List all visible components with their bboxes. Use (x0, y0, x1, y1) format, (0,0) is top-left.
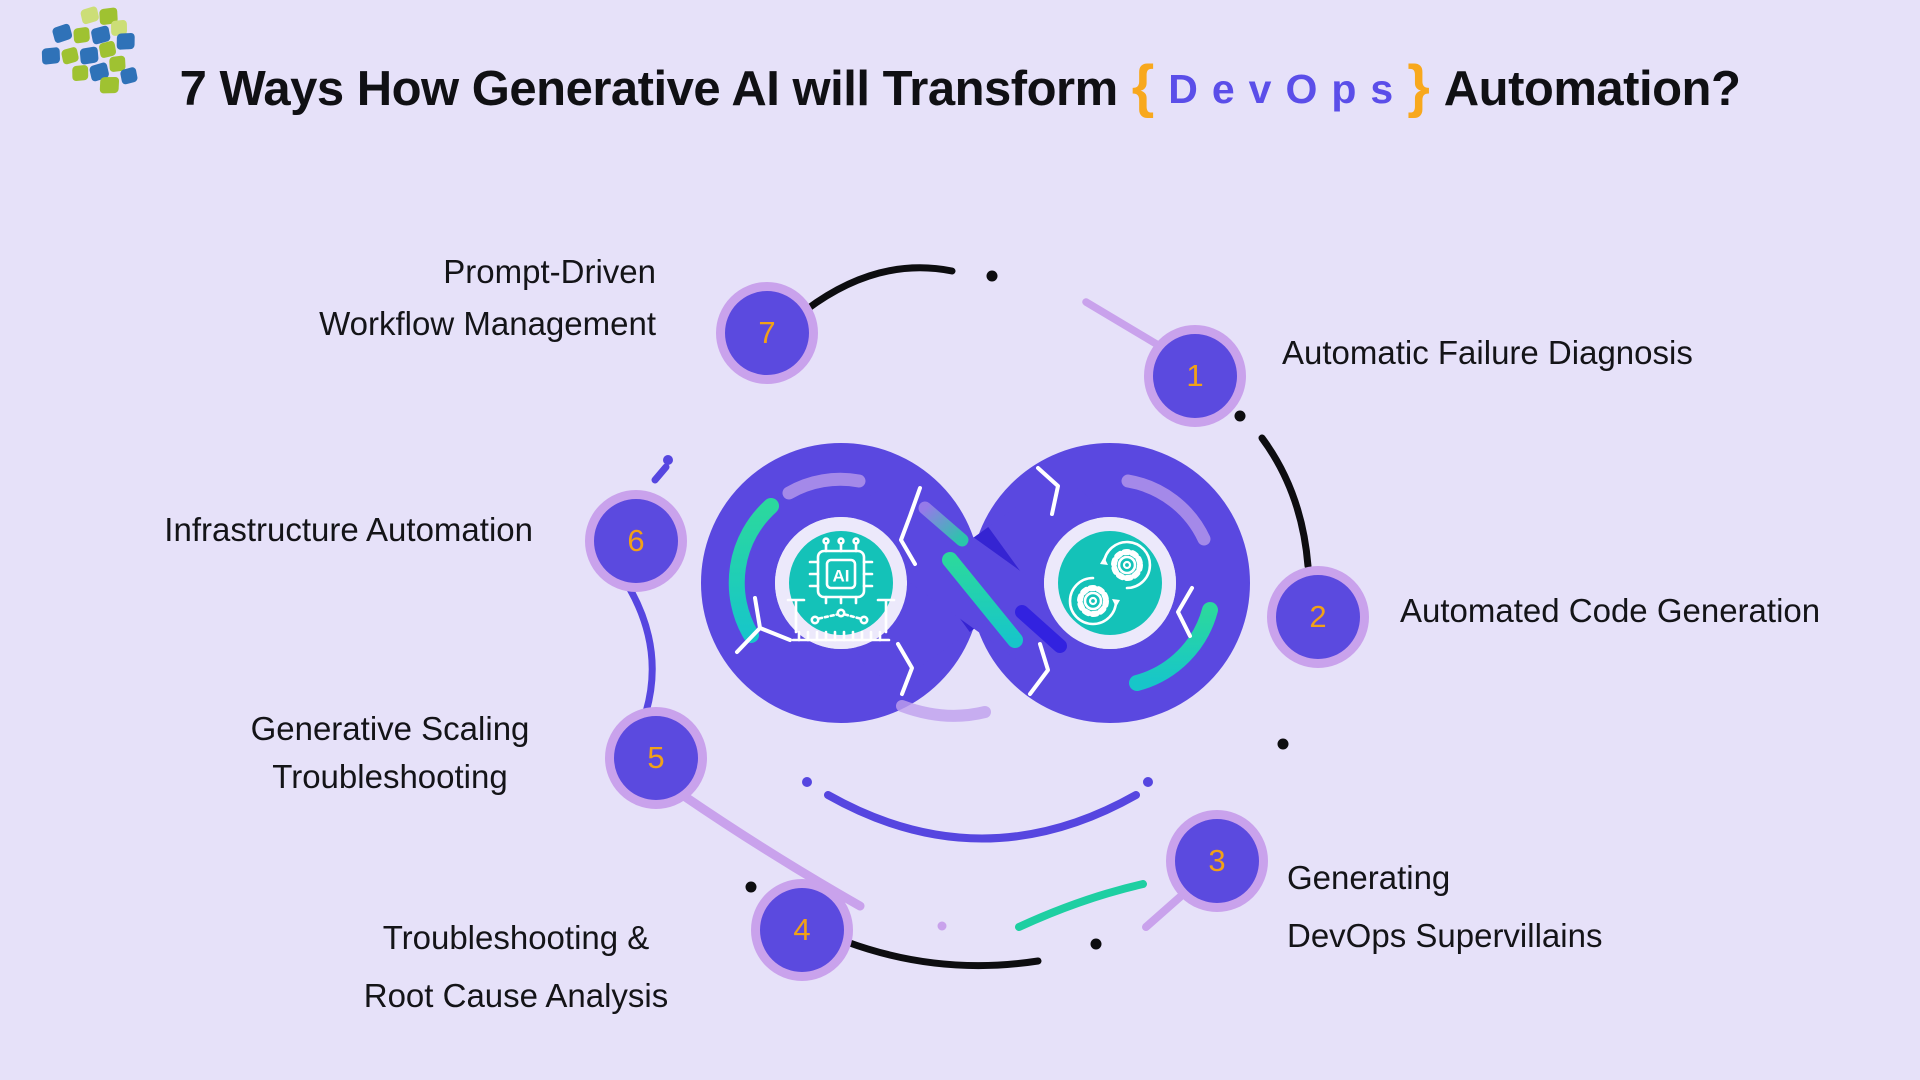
brace-open: { (1131, 54, 1155, 119)
step-number: 4 (793, 912, 811, 947)
ai-chip-icon: AI (786, 537, 896, 642)
step-node-7: 7 (716, 282, 818, 384)
arc-step4-black (843, 938, 1042, 970)
label-line: Automated Code Generation (1400, 592, 1821, 629)
title-suffix: Automation? (1443, 62, 1741, 116)
step-label-2: Automated Code Generation (1400, 585, 1920, 637)
dot-indigo (663, 455, 673, 465)
title-highlight-devops: DevOps (1168, 65, 1408, 112)
label-line: Automatic Failure Diagnosis (1282, 334, 1693, 371)
step-node-5: 5 (605, 707, 707, 809)
crack (896, 642, 914, 696)
step-label-1: Automatic Failure Diagnosis (1282, 327, 1842, 379)
crack (1028, 642, 1050, 696)
loop-accents (728, 472, 1218, 722)
teal-circle-left (789, 531, 893, 635)
accent-lavender-right-top (1121, 474, 1211, 546)
infinity-loop (701, 443, 1250, 723)
gears-sync-icon (1068, 540, 1152, 626)
label-line: Workflow Management (319, 305, 656, 342)
label-line: Generating (1287, 859, 1451, 896)
step-label-6: Infrastructure Automation (53, 504, 533, 556)
step-node-6: 6 (585, 490, 687, 592)
step-label-3: Generating DevOps Supervillains (1287, 849, 1847, 965)
crack (1176, 586, 1194, 638)
arc-step5-indigo (626, 585, 656, 716)
step-label-7: Prompt-Driven Workflow Management (96, 246, 656, 350)
label-line: Infrastructure Automation (164, 511, 533, 548)
arc-step7-black (802, 264, 956, 314)
brace-close: } (1407, 54, 1430, 119)
dot-black (986, 270, 998, 282)
step-number: 3 (1208, 843, 1226, 878)
crack (899, 486, 922, 566)
line-step3-lavender (1142, 893, 1184, 931)
step-number: 6 (627, 523, 645, 558)
crack (735, 596, 792, 654)
dot-black (1090, 938, 1102, 950)
dot-black (1234, 410, 1246, 422)
arc-teal-bottom (1015, 880, 1147, 931)
teal-circle-right (1058, 531, 1162, 635)
loop-cracks (735, 466, 1194, 696)
step-number: 1 (1186, 358, 1204, 393)
label-line: Prompt-Driven (443, 253, 656, 290)
step-label-5: Generative Scaling Troubleshooting (190, 705, 590, 801)
step-node-2: 2 (1267, 566, 1369, 668)
ai-chip-label: AI (833, 567, 850, 586)
dash-step6-indigo (651, 463, 670, 484)
line-step1-lavender (1082, 298, 1162, 349)
accent-lavender-band (918, 501, 969, 547)
step-number: 7 (758, 315, 776, 350)
title-prefix: 7 Ways How Generative AI will Transform (179, 62, 1119, 116)
dot-black (745, 881, 757, 893)
dot-indigo (802, 777, 812, 787)
label-line: Troubleshooting (272, 758, 508, 795)
arc-step2-black (1258, 434, 1312, 570)
dot-lavender (937, 921, 947, 931)
step-node-1: 1 (1144, 325, 1246, 427)
label-line: DevOps Supervillains (1287, 917, 1603, 954)
step-node-4: 4 (751, 879, 853, 981)
step-number: 5 (647, 740, 665, 775)
dot-indigo (1143, 777, 1153, 787)
label-line: Troubleshooting & (382, 919, 650, 956)
step-node-3: 3 (1166, 810, 1268, 912)
accent-teal-left (728, 498, 779, 643)
label-line: Generative Scaling (250, 710, 530, 747)
accent-lavender-bottom (896, 700, 991, 722)
accent-teal-right (1129, 602, 1218, 691)
arc-smile-indigo (824, 791, 1140, 843)
step-label-4: Troubleshooting & Root Cause Analysis (316, 909, 716, 1025)
accent-teal-band (942, 552, 1023, 648)
step-number: 2 (1309, 599, 1327, 634)
page-title: 7 Ways How Generative AI will Transform … (0, 54, 1920, 119)
accent-lavender-left-top (782, 472, 866, 500)
crack (1036, 466, 1060, 516)
dot-black (1277, 738, 1289, 750)
accent-blue-band (1015, 605, 1067, 653)
label-line: Root Cause Analysis (363, 977, 669, 1014)
